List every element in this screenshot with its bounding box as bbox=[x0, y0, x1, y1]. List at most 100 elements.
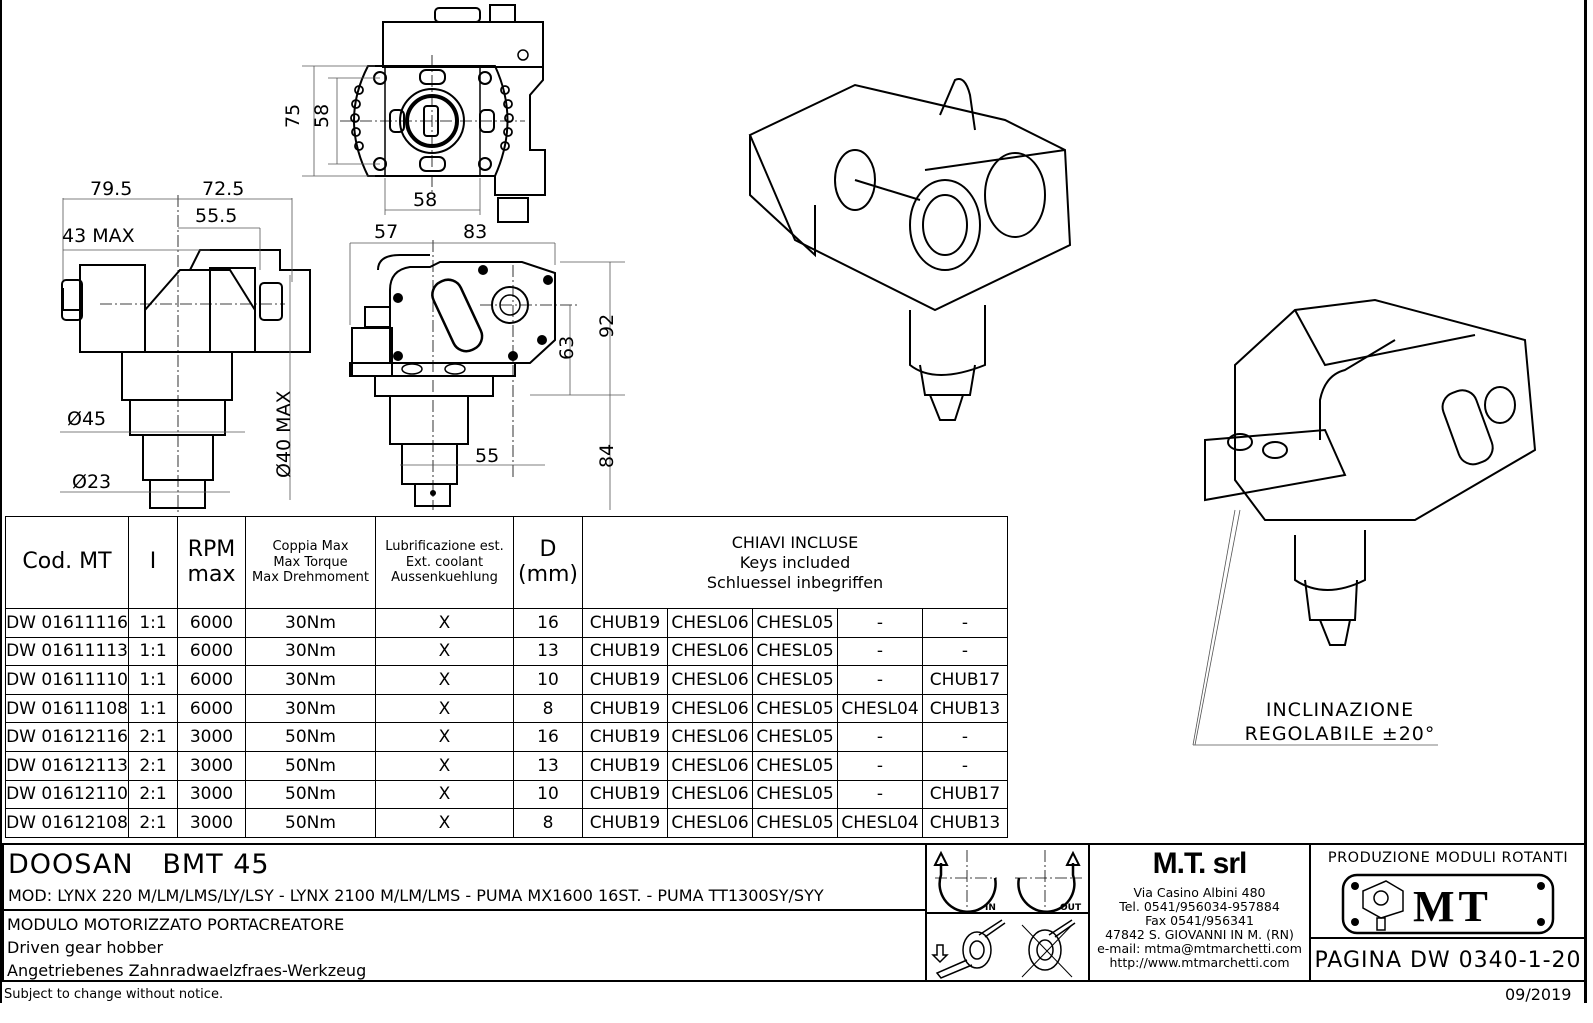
cell-k4: - bbox=[837, 779, 923, 810]
compatible-models: MOD: LYNX 220 M/LM/LMS/LY/LSY - LYNX 210… bbox=[8, 886, 824, 905]
front-view-drawing: 75 58 58 bbox=[282, 4, 546, 223]
company-website[interactable]: http://www.mtmarchetti.com bbox=[1109, 955, 1290, 970]
production-logo-block: PRODUZIONE MODULI ROTANTI MT bbox=[1309, 843, 1587, 939]
front-view-body bbox=[340, 4, 546, 223]
description-italian: MODULO MOTORIZZATO PORTACREATORE bbox=[7, 915, 345, 934]
cell-d: 10 bbox=[513, 779, 583, 810]
cell-k1: CHUB19 bbox=[582, 779, 668, 810]
cell-k5: CHUB17 bbox=[922, 665, 1008, 695]
dim-84: 84 bbox=[596, 444, 618, 468]
cell-coolant: X bbox=[375, 636, 514, 667]
module-icon bbox=[1362, 880, 1404, 931]
cell-coolant: X bbox=[375, 808, 514, 838]
cell-k5: CHUB13 bbox=[922, 693, 1008, 724]
cell-k3: CHESL05 bbox=[752, 636, 838, 667]
inclination-annotation: INCLINAZIONE REGOLABILE ±20° bbox=[1240, 698, 1440, 746]
cell-ratio: 1:1 bbox=[128, 636, 178, 667]
cell-k3: CHESL05 bbox=[752, 779, 838, 810]
rotation-in-icon: IN bbox=[933, 850, 997, 913]
cell-d: 10 bbox=[513, 665, 583, 695]
cell-k5: CHUB13 bbox=[922, 808, 1008, 838]
dim-83: 83 bbox=[463, 221, 487, 243]
cell-k4: - bbox=[837, 665, 923, 695]
company-email[interactable]: e-mail: mtma@mtmarchetti.com bbox=[1097, 941, 1302, 956]
cell-coolant: X bbox=[375, 779, 514, 810]
machine-title: DOOSAN BMT 45 bbox=[8, 849, 270, 880]
cell-k5: - bbox=[922, 722, 1008, 752]
cell-k5: - bbox=[922, 608, 1008, 638]
cell-ratio: 1:1 bbox=[128, 665, 178, 695]
dim-43-max: 43 MAX bbox=[62, 225, 135, 247]
dim-79-5: 79.5 bbox=[90, 178, 132, 200]
isometric-view-top bbox=[748, 78, 1072, 421]
company-tel: Tel. 0541/956034-957884 bbox=[1119, 899, 1280, 914]
cell-torque: 50Nm bbox=[245, 750, 376, 781]
dim-55: 55 bbox=[475, 445, 499, 467]
cell-k3: CHESL05 bbox=[752, 693, 838, 724]
cell-rpm: 3000 bbox=[177, 779, 246, 810]
cell-code: DW 01612108 bbox=[5, 808, 129, 838]
cell-rpm: 6000 bbox=[177, 693, 246, 724]
cell-ratio: 1:1 bbox=[128, 693, 178, 724]
wrench-incorrect-icon bbox=[1021, 919, 1076, 978]
cell-coolant: X bbox=[375, 693, 514, 724]
cell-k4: - bbox=[837, 608, 923, 638]
cell-k4: - bbox=[837, 722, 923, 752]
cell-k1: CHUB19 bbox=[582, 693, 668, 724]
title-block-machine: DOOSAN BMT 45 MOD: LYNX 220 M/LM/LMS/LY/… bbox=[2, 843, 927, 911]
description-german: Angetriebenes Zahnradwaelzfraes-Werkzeug bbox=[7, 961, 367, 980]
cell-ratio: 2:1 bbox=[128, 779, 178, 810]
company-name: M.T. srl bbox=[1152, 847, 1248, 880]
dim-75: 75 bbox=[282, 104, 304, 128]
cell-code: DW 01611110 bbox=[5, 665, 129, 695]
front-view-dimensions bbox=[302, 65, 481, 215]
rotation-direction-block: IN OUT bbox=[925, 843, 1090, 982]
dim-55-5: 55.5 bbox=[195, 205, 237, 227]
cell-coolant: X bbox=[375, 722, 514, 752]
rotation-icons: IN OUT bbox=[927, 850, 1088, 979]
cell-torque: 50Nm bbox=[245, 779, 376, 810]
cell-rpm: 3000 bbox=[177, 722, 246, 752]
mt-logo: MT bbox=[1341, 873, 1555, 935]
cell-k4: CHESL04 bbox=[837, 808, 923, 838]
cell-k4: CHESL04 bbox=[837, 693, 923, 724]
cell-k2: CHESL06 bbox=[667, 808, 753, 838]
side-view-drawing: 79.5 72.5 55.5 43 MAX Ø45 Ø23 Ø40 MAX bbox=[60, 178, 311, 515]
cell-torque: 50Nm bbox=[245, 808, 376, 838]
cell-rpm: 3000 bbox=[177, 750, 246, 781]
rear-view-dimensions bbox=[349, 242, 625, 510]
cell-coolant: X bbox=[375, 750, 514, 781]
rear-view-body bbox=[349, 240, 580, 510]
production-label: PRODUZIONE MODULI ROTANTI bbox=[1327, 850, 1569, 866]
cell-k1: CHUB19 bbox=[582, 750, 668, 781]
cell-coolant: X bbox=[375, 608, 514, 638]
side-view-dimensions bbox=[60, 198, 293, 500]
dim-63: 63 bbox=[556, 336, 578, 360]
svg-text:MT: MT bbox=[1413, 882, 1492, 931]
dim-dia-40-max: Ø40 MAX bbox=[273, 390, 295, 478]
cell-code: DW 01612110 bbox=[5, 779, 129, 810]
header-code: Cod. MT bbox=[5, 516, 129, 609]
cell-k2: CHESL06 bbox=[667, 665, 753, 695]
cell-k2: CHESL06 bbox=[667, 750, 753, 781]
inclination-line2: REGOLABILE ±20° bbox=[1244, 723, 1436, 745]
cell-d: 8 bbox=[513, 808, 583, 838]
cell-k2: CHESL06 bbox=[667, 722, 753, 752]
company-address: Via Casino Albini 480 bbox=[1133, 885, 1266, 900]
cell-ratio: 2:1 bbox=[128, 750, 178, 781]
cell-torque: 30Nm bbox=[245, 693, 376, 724]
cell-k1: CHUB19 bbox=[582, 608, 668, 638]
page-number: PAGINA DW 0340-1-20 bbox=[1314, 948, 1582, 973]
company-block: M.T. srl Via Casino Albini 480 Tel. 0541… bbox=[1088, 843, 1311, 982]
cell-d: 8 bbox=[513, 693, 583, 724]
